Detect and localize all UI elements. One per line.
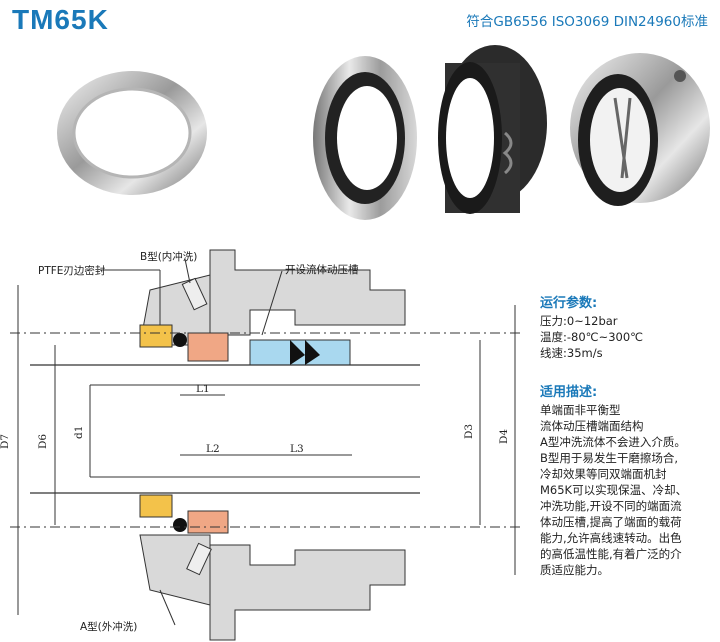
orange-seat-top	[187, 332, 229, 362]
label-ptfe: PTFE刃边密封	[38, 264, 106, 277]
application-line: A型冲洗流体不会进入介质。	[540, 435, 686, 449]
dim-d3: D3	[463, 424, 475, 439]
application-line: B型用于易发生干磨擦场合,	[540, 451, 679, 465]
gland-bottom	[139, 534, 211, 606]
label-groove: 开设流体动压槽	[285, 263, 359, 276]
application-line: 冲洗功能,开设不同的端面流	[540, 499, 682, 513]
application-line: 流体动压槽端面结构	[540, 419, 644, 433]
application-line: 能力,允许高线速转动。出色	[540, 531, 682, 545]
dim-l1: L1	[196, 383, 210, 395]
application-line: 冷却效果等同双端面机封	[540, 467, 667, 481]
application-line: M65K可以实现保温、冷却、	[540, 483, 688, 497]
application-line: 质适应能力。	[540, 563, 609, 577]
dim-d7: D7	[0, 434, 11, 449]
page-title: TM65K	[12, 4, 109, 35]
dim-d6: D6	[37, 434, 49, 449]
label-type-a: A型(外冲洗)	[80, 620, 137, 633]
rotating-ring-photo	[313, 56, 417, 220]
application-line: 单端面非平衡型	[540, 403, 621, 417]
dim-d4: D4	[498, 429, 510, 444]
operating-line: 温度:-80℃~300℃	[540, 330, 644, 344]
seal-body-photo	[438, 45, 547, 214]
yellow-seat-top	[139, 324, 173, 348]
operating-line: 线速:35m/s	[540, 346, 603, 360]
application-line: 体动压槽,提高了端面的载荷	[540, 515, 682, 529]
spec-panel: 运行参数: 压力:0~12bar 温度:-80℃~300℃ 线速:35m/s 适…	[540, 292, 718, 578]
operating-params-title: 运行参数:	[540, 296, 598, 311]
operating-line: 压力:0~12bar	[540, 314, 618, 328]
dim-d1: d1	[73, 426, 85, 439]
product-photos	[57, 45, 710, 220]
cross-section-drawing: PTFE刃边密封 B型(内冲洗) 开设流体动压槽 A型(外冲洗) D7 D6 d…	[0, 249, 520, 641]
orange-seat-bottom	[187, 510, 229, 534]
housing-bottom	[209, 544, 406, 641]
application-title: 适用描述:	[540, 385, 598, 400]
seat-ring-photo	[57, 71, 207, 195]
housing-top	[209, 249, 406, 336]
yellow-seat-bottom	[139, 494, 173, 518]
dim-l3: L3	[290, 443, 304, 455]
dim-l2: L2	[206, 443, 220, 455]
label-type-b: B型(内冲洗)	[140, 250, 197, 263]
standard-note: 符合GB6556 ISO3069 DIN24960标准	[466, 14, 708, 30]
assembled-seal-photo	[570, 53, 710, 206]
application-line: 的高低温性能,有着广泛的介	[540, 547, 682, 561]
